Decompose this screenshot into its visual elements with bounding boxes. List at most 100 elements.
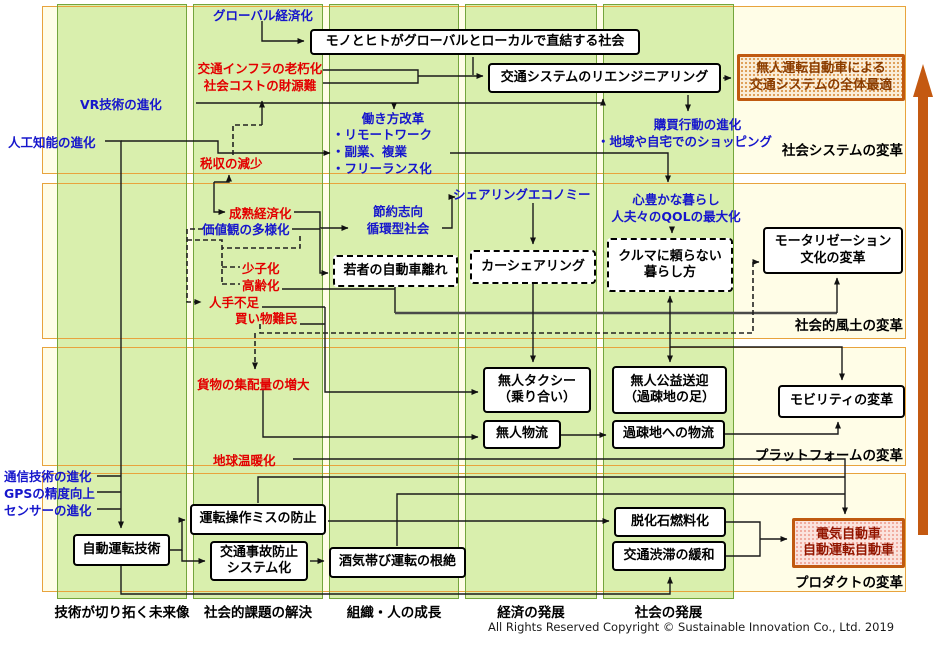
- box-motorization-culture-line: 文化の変革: [800, 250, 866, 266]
- label-cargo-volume-increase-line: 貨物の集配量の増大: [197, 377, 310, 392]
- box-electric-autonomous-car-line: 自動運転自動車: [802, 543, 894, 558]
- box-accident-prevention-line: システム化: [226, 561, 292, 576]
- box-electric-autonomous-car-line: 電気自動車: [815, 526, 881, 542]
- label-global-economization: グローバル経済化: [205, 7, 321, 24]
- label-declining-birthrate: 少子化: [242, 260, 292, 277]
- label-gps-accuracy-line: GPSの精度向上: [4, 486, 95, 501]
- box-unmanned-public-pickup-line: （過疎地の足）: [623, 390, 715, 405]
- col-label-social-dev: 社会の発展: [634, 605, 703, 621]
- label-rich-life-qol-line: 心豊かな暮らし: [632, 192, 720, 207]
- label-comm-tech-evolution-line: 通信技術の進化: [4, 469, 92, 484]
- label-sharing-economy-line: シェアリングエコノミー: [453, 187, 591, 202]
- box-overall-optimization: 無人運転自動車による交通システムの全体最適: [737, 54, 905, 101]
- box-unmanned-logistics: 無人物流: [483, 420, 561, 449]
- copyright-footer: All Rights Reserved Copyright © Sustaina…: [488, 620, 895, 634]
- label-rich-life-qol-line: 人夫々のQOLの最大化: [611, 209, 741, 224]
- label-comm-tech-evolution: 通信技術の進化: [4, 468, 99, 485]
- box-motorization-culture: モータリゼーション文化の変革: [763, 227, 903, 274]
- box-unmanned-public-pickup-line: 無人公益送迎: [630, 373, 709, 389]
- label-thrift-circular-line: 節約志向: [372, 204, 423, 219]
- box-mobility-change: モビリティの変革: [778, 385, 905, 418]
- label-workstyle-reform: 働き方改革: [338, 110, 448, 127]
- label-tax-revenue-decline: 税収の減少: [200, 155, 270, 172]
- box-no-car-lifestyle-line: クルマに頼らない: [618, 248, 722, 264]
- box-misoperation-prevention: 運転操作ミスの防止: [190, 504, 326, 535]
- label-gps-accuracy: GPSの精度向上: [4, 485, 99, 502]
- box-autonomous-driving-tech: 自動運転技術: [73, 534, 170, 566]
- col-label-economic-dev: 経済の発展: [497, 605, 565, 621]
- label-workstyle-items: ・リモートワーク・副業、複業・フリーランス化: [332, 126, 458, 177]
- box-global-local-society: モノとヒトがグローバルとローカルで直結する社会: [310, 29, 640, 55]
- band-col-economic-dev: [465, 4, 597, 599]
- up-arrow: [913, 64, 933, 535]
- box-accident-prevention-line: 交通事故防止: [219, 544, 298, 560]
- col-label-org-people-growth: 組織・人の成長: [346, 605, 442, 621]
- box-depopulated-logistics-line: 過疎地への物流: [622, 426, 714, 442]
- box-defossilization-line: 脱化石燃料化: [630, 513, 709, 529]
- label-purchase-items: ・地域や自宅でのショッピング: [597, 133, 773, 150]
- label-infra-aging-line: 交通インフラの老朽化: [197, 61, 323, 76]
- label-tax-revenue-decline-line: 税収の減少: [200, 156, 263, 171]
- label-labor-shortage: 人手不足: [209, 294, 271, 311]
- box-drunk-driving-eradication: 酒気帯び運転の根絶: [329, 547, 466, 578]
- box-mobility-change-line: モビリティの変革: [789, 393, 894, 409]
- box-accident-prevention: 交通事故防止システム化: [210, 541, 308, 581]
- label-thrift-circular: 節約志向循環型社会: [352, 203, 444, 237]
- label-diverse-values-line: 価値観の多様化: [202, 222, 290, 237]
- row-label-social-climate: 社会的風土の変革: [795, 318, 903, 334]
- col-label-technology-future: 技術が切り拓く未来像: [54, 605, 190, 621]
- label-thrift-circular-line: 循環型社会: [366, 221, 430, 236]
- box-unmanned-taxi: 無人タクシー（乗り合い）: [483, 367, 591, 413]
- label-sharing-economy: シェアリングエコノミー: [453, 186, 608, 203]
- label-ai-evolution: 人工知能の進化: [8, 134, 108, 151]
- box-global-local-society-line: モノとヒトがグローバルとローカルで直結する社会: [325, 33, 625, 49]
- box-overall-optimization-line: 交通システムの全体最適: [749, 77, 893, 93]
- box-traffic-reengineering-line: 交通システムのリエンジニアリング: [500, 69, 709, 85]
- row-label-product: プロダクトの変革: [795, 575, 903, 591]
- box-no-car-lifestyle: クルマに頼らない暮らし方: [607, 238, 733, 292]
- label-global-economization-line: グローバル経済化: [213, 8, 313, 23]
- box-depopulated-logistics: 過疎地への物流: [612, 420, 725, 449]
- box-misoperation-prevention-line: 運転操作ミスの防止: [199, 511, 317, 527]
- label-vr-evolution-line: VR技術の進化: [80, 97, 162, 112]
- box-congestion-relief-line: 交通渋滞の緩和: [623, 547, 715, 563]
- label-global-warming-line: 地球温暖化: [213, 453, 276, 468]
- band-col-org-people-growth: [329, 4, 459, 599]
- label-sensor-evolution-line: センサーの進化: [4, 503, 92, 518]
- box-no-car-lifestyle-line: 暮らし方: [643, 265, 696, 280]
- label-sensor-evolution: センサーの進化: [4, 502, 99, 519]
- label-labor-shortage-line: 人手不足: [209, 295, 260, 310]
- box-car-sharing-line: カーシェアリング: [481, 258, 585, 274]
- box-unmanned-logistics-line: 無人物流: [495, 426, 548, 442]
- label-workstyle-items-line: ・フリーランス化: [332, 161, 432, 176]
- band-col-fill-technology-future: [57, 4, 187, 599]
- label-declining-birthrate-line: 少子化: [242, 261, 280, 276]
- label-infra-aging: 交通インフラの老朽化社会コストの財源難: [196, 60, 324, 94]
- label-cargo-volume-increase: 貨物の集配量の増大: [197, 376, 332, 393]
- label-shopping-refugees-line: 買い物難民: [235, 311, 298, 326]
- box-motorization-culture-line: モータリゼーション: [774, 234, 892, 250]
- col-label-social-issues: 社会的課題の解決: [204, 605, 312, 621]
- box-drunk-driving-eradication-line: 酒気帯び運転の根絶: [338, 554, 456, 570]
- box-unmanned-taxi-line: 無人タクシー: [497, 373, 576, 389]
- row-label-social-system: 社会システムの変革: [781, 143, 903, 159]
- label-infra-aging-line: 社会コストの財源難: [203, 78, 317, 93]
- label-workstyle-reform-line: 働き方改革: [361, 111, 425, 126]
- label-purchase-items-line: ・地域や自宅でのショッピング: [597, 134, 773, 149]
- label-workstyle-items-line: ・リモートワーク: [332, 127, 433, 142]
- box-overall-optimization-line: 無人運転自動車による: [756, 61, 886, 77]
- label-workstyle-items-line: ・副業、複業: [332, 144, 408, 159]
- label-aging-population-line: 高齢化: [242, 278, 280, 293]
- box-unmanned-taxi-line: （乗り合い）: [497, 390, 576, 405]
- box-youth-car-away: 若者の自動車離れ: [333, 255, 458, 287]
- box-congestion-relief: 交通渋滞の緩和: [612, 541, 726, 571]
- box-car-sharing: カーシェアリング: [470, 250, 596, 284]
- row-label-platform: プラットフォームの変革: [754, 448, 903, 464]
- label-vr-evolution: VR技術の進化: [80, 96, 198, 113]
- box-electric-autonomous-car: 電気自動車自動運転自動車: [792, 518, 905, 568]
- label-diverse-values: 価値観の多様化: [202, 221, 302, 238]
- box-defossilization: 脱化石燃料化: [614, 507, 726, 537]
- label-purchase-evolution-line: 購買行動の進化: [653, 117, 742, 132]
- label-mature-economy-line: 成熟経済化: [229, 206, 292, 221]
